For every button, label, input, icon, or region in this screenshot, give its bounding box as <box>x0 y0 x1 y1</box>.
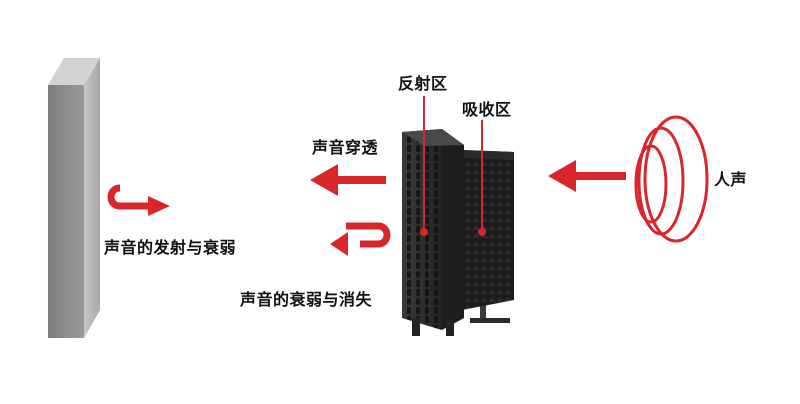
wall-reflection-label: 声音的发射与衰弱 <box>104 238 237 257</box>
acoustic-panel-icon <box>402 129 514 336</box>
left-arrow-icon <box>310 164 386 196</box>
human-voice-label: 人声 <box>714 170 748 189</box>
reflection-u-arrow-icon <box>330 222 391 256</box>
reflection-zone-label: 反射区 <box>398 74 448 93</box>
left-arrow-icon <box>548 160 626 192</box>
reflection-u-arrow-icon <box>107 184 170 216</box>
pointer-line <box>423 96 483 230</box>
pointer-dot-icon <box>420 228 428 236</box>
wall-icon <box>48 58 100 338</box>
sound-wave-icon <box>634 115 709 243</box>
pointer-dot-icon <box>478 228 486 236</box>
sound-penetration-label: 声音穿透 <box>312 138 379 157</box>
attenuation-label: 声音的衰弱与消失 <box>240 290 373 309</box>
absorption-zone-label: 吸收区 <box>462 100 512 119</box>
